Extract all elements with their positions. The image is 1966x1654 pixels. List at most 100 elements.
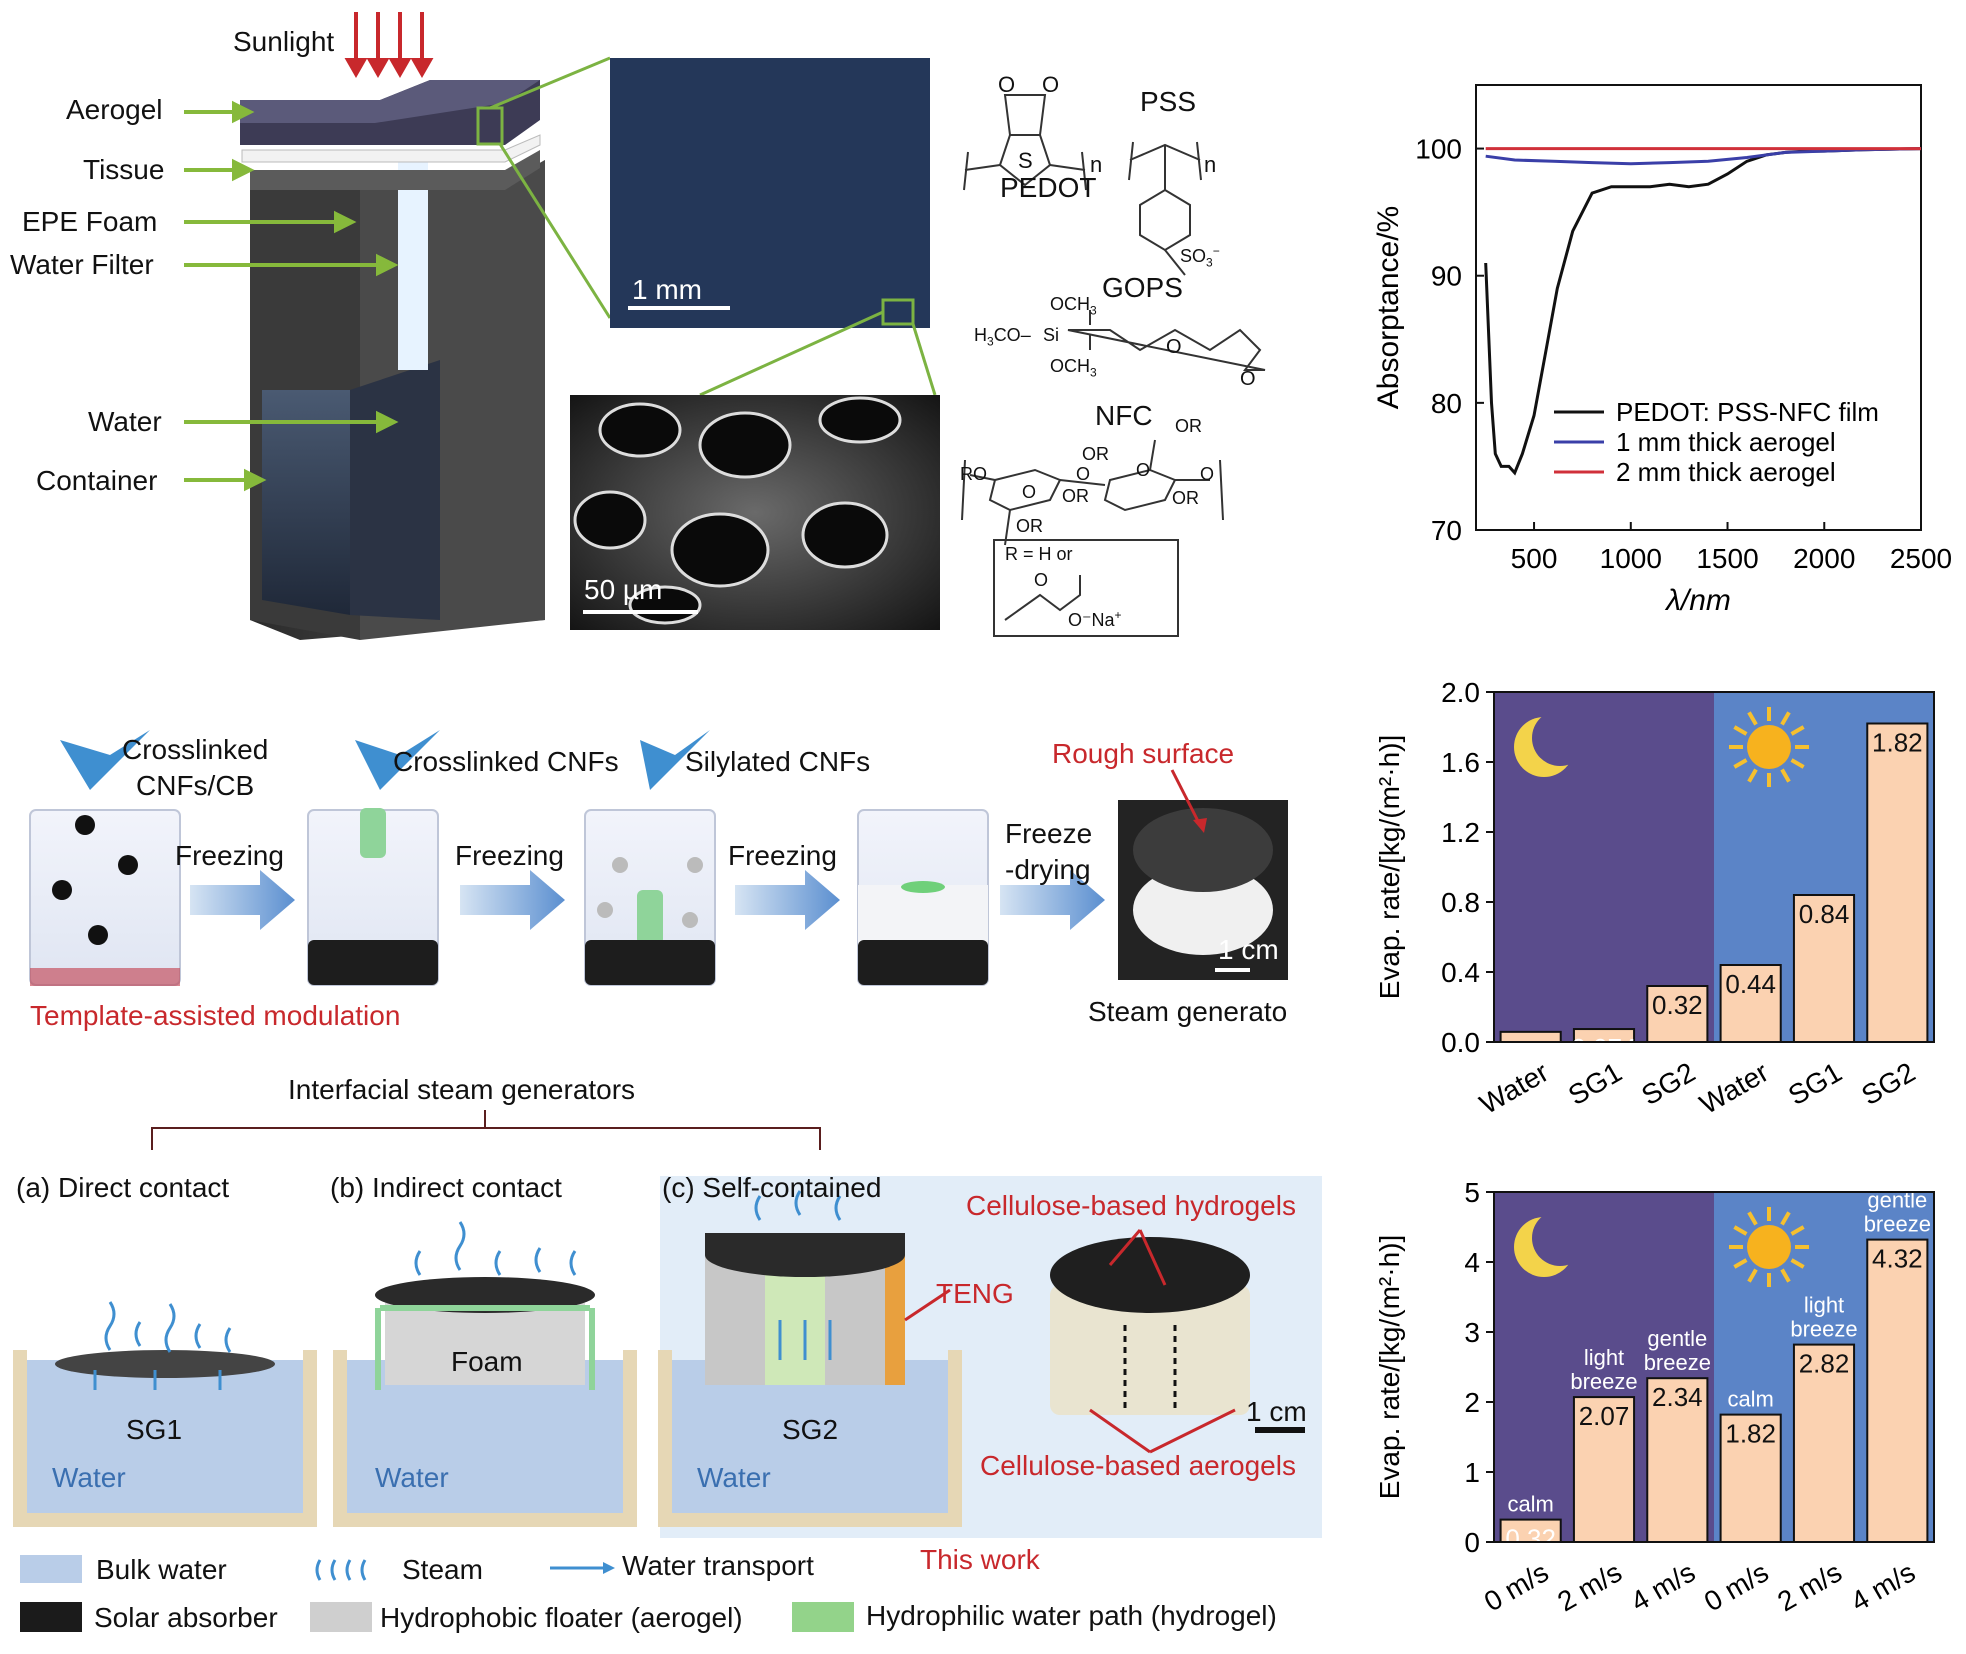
bar-annotation-3: gentle (1647, 1326, 1707, 1351)
r-definition: R = H or (1005, 544, 1073, 564)
scale-1cm-photo: 1 cm (1246, 1396, 1307, 1427)
bar-2 (1572, 1396, 1636, 1543)
x-tick-label-5: SG1 (1783, 1056, 1847, 1111)
x-tick-label-3: 4 m/s (1626, 1556, 1701, 1617)
nfc-or-3: OR (1062, 486, 1089, 506)
legend-steam: Steam (402, 1554, 483, 1585)
label-this-work: This work (920, 1544, 1040, 1575)
sun-ray (1780, 711, 1791, 726)
sun-ray (1790, 758, 1805, 769)
x-tick-label-2: 2 m/s (1552, 1556, 1627, 1617)
x-tick-label: 1000 (1600, 543, 1662, 574)
x-tick-label-1: Water (1474, 1056, 1553, 1120)
tank-self-contained (658, 1190, 962, 1527)
bar-value-label-3: 0.32 (1652, 990, 1703, 1020)
sun-ray (1780, 1268, 1791, 1283)
bar-value-label-5: 2.82 (1799, 1349, 1850, 1379)
legend-label-3: 2 mm thick aerogel (1616, 457, 1836, 487)
y-tick-label: 0.8 (1441, 887, 1480, 918)
bar-value-label-2: 2.07 (1579, 1401, 1630, 1431)
bar-value-label-2: 0.074 (1571, 1033, 1636, 1063)
y-axis-label: Evap. rate/[kg/(m²·h)] (1374, 1235, 1405, 1500)
plot-frame (1475, 84, 1922, 531)
label-silylated-cnfs: Silylated CNFs (685, 746, 871, 777)
label-container: Container (36, 465, 158, 496)
bar-value-label-3: 2.34 (1652, 1382, 1703, 1412)
y-tick-label: 0 (1464, 1527, 1480, 1558)
pedot-n: n (1090, 152, 1103, 177)
label-water-filter: Water Filter (10, 249, 154, 280)
legend-bulk-water: Bulk water (96, 1554, 227, 1585)
x-tick-label: 1500 (1696, 543, 1758, 574)
sem-image-aerogel (610, 58, 930, 328)
step-freeze-drying: Freeze -drying (1005, 818, 1093, 885)
generators-panel: Interfacial steam generators (a) Direct … (0, 1074, 1340, 1654)
gops-o-epoxide: O (1240, 368, 1256, 390)
sun-ray (1747, 711, 1758, 726)
y-tick-label: 1.6 (1441, 747, 1480, 778)
nfc-ro: RO (960, 464, 987, 484)
water-left (262, 390, 350, 615)
y-tick-label: 70 (1431, 515, 1462, 546)
x-tick-label: 2000 (1793, 543, 1855, 574)
sun-ray (1790, 725, 1805, 736)
legend-label-2: 1 mm thick aerogel (1616, 427, 1836, 457)
sun-core (1747, 725, 1791, 769)
label-aerogel: Aerogel (66, 94, 163, 125)
bar-annotation-6: breeze (1864, 1212, 1931, 1237)
bar-value-label-1: 0.32 (1505, 1524, 1556, 1554)
x-tick-label-1: 0 m/s (1479, 1556, 1554, 1617)
label-template: Template-assisted modulation (30, 1000, 401, 1031)
legend-floater: Hydrophobic floater (aerogel) (380, 1602, 743, 1633)
label-steam-generator: Steam generato (1088, 996, 1288, 1027)
sun-core (1747, 1225, 1791, 1269)
bar-value-label-6: 4.32 (1872, 1244, 1923, 1274)
nfc-o-2: O (1200, 464, 1215, 484)
nfc-or-1: OR (1175, 416, 1202, 436)
sun-ray (1790, 1225, 1805, 1236)
moon-shadow (1532, 1210, 1588, 1266)
label-epe-foam: EPE Foam (22, 206, 158, 237)
x-tick-label-6: SG2 (1856, 1056, 1920, 1111)
bar-annotation-5: breeze (1790, 1317, 1857, 1342)
water-filter (398, 160, 428, 370)
y-tick-label: 0.0 (1441, 1027, 1480, 1058)
label-hydrogels: Cellulose-based hydrogels (966, 1190, 1296, 1221)
label-self-contained: (c) Self-contained (662, 1172, 882, 1203)
y-tick-label: 4 (1464, 1247, 1480, 1278)
x-tick-label: 2500 (1890, 543, 1952, 574)
sunlight-arrows (344, 12, 434, 79)
tank-direct (13, 1301, 317, 1527)
x-tick-label-3: SG2 (1636, 1056, 1700, 1111)
x-axis-label: λ/nm (1664, 584, 1731, 617)
nfc-label: NFC (1095, 400, 1153, 431)
pss-label: PSS (1140, 86, 1197, 117)
bar-3 (1646, 1377, 1709, 1543)
process-panel: Crosslinked CNFs/CB Crosslinked CNFs Sil… (0, 700, 1340, 1050)
gops-o-ether: O (1166, 336, 1182, 358)
water-right (350, 360, 440, 620)
beaker-1 (29, 809, 181, 986)
plot-frame (1493, 1191, 1935, 1543)
label-foam: Foam (451, 1346, 523, 1377)
step-freezing-3: Freezing (728, 840, 837, 871)
label-indirect-contact: (b) Indirect contact (330, 1172, 562, 1203)
bar-5 (1792, 894, 1856, 1043)
scale-1cm-process: 1 cm (1218, 934, 1279, 965)
pedot-o1: O (998, 72, 1016, 97)
x-tick-label-2: SG1 (1563, 1056, 1627, 1111)
bar-annotation-1: calm (1507, 1492, 1553, 1517)
x-tick-label: 500 (1511, 543, 1558, 574)
bar-value-label-1: 0.058 (1498, 1036, 1563, 1066)
label-arrows (184, 100, 399, 492)
carbonyl-o: O (1034, 570, 1049, 590)
pss-n: n (1204, 152, 1217, 177)
label-tissue: Tissue (83, 154, 165, 185)
label-aerogels: Cellulose-based aerogels (980, 1450, 1296, 1481)
tank-indirect (333, 1221, 637, 1527)
y-axis-label: Evap. rate/[kg/(m²·h)] (1374, 735, 1405, 1000)
label-water-a: Water (52, 1462, 126, 1493)
sun-ray (1733, 1225, 1748, 1236)
y-tick-label: 100 (1415, 134, 1462, 165)
